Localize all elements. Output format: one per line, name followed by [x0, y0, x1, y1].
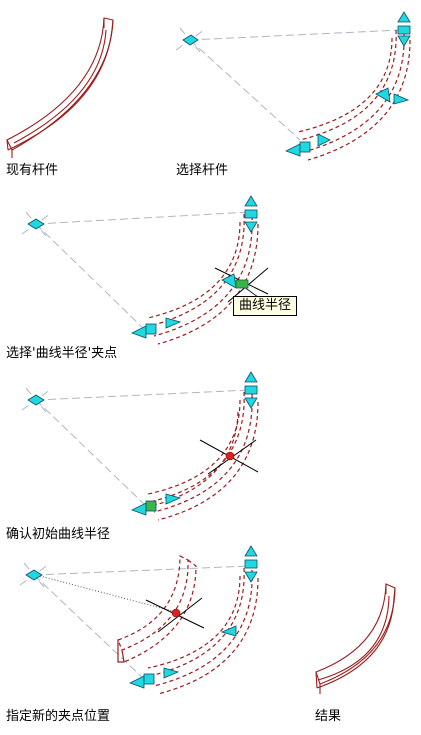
hot-grip	[225, 451, 235, 461]
panel-select-member	[175, 11, 411, 161]
grip-square-icon	[145, 500, 157, 512]
grip-arrow-icon	[165, 317, 182, 329]
curve-radius-tooltip: 曲线半径	[233, 296, 298, 316]
panel-existing-member	[6, 17, 114, 158]
grip-arrow-icon	[317, 133, 331, 147]
grip-arrow-icon	[244, 397, 258, 409]
caption-confirm-initial-radius: 确认初始曲线半径	[6, 527, 111, 542]
grip-arrow-icon	[244, 545, 258, 557]
grip-arrow-icon	[244, 371, 258, 383]
grip-arrow-icon	[393, 93, 410, 105]
caption-existing-member: 现有杆件	[6, 163, 59, 178]
grip-square-icon	[397, 25, 411, 35]
grip-arrow-icon	[397, 35, 411, 47]
grip-arrow-icon	[163, 667, 180, 679]
grip-arrow-icon	[375, 87, 391, 103]
grip-square-icon	[143, 673, 155, 685]
grip-square-icon	[244, 209, 258, 219]
grip-arrow-icon	[128, 675, 145, 689]
caption-result: 结果	[315, 709, 342, 724]
panel-result	[315, 583, 396, 694]
grip-diamond-icon	[27, 394, 45, 406]
grip-arrow-icon	[221, 273, 237, 289]
grip-arrow-icon	[220, 625, 237, 637]
grip-diamond-icon	[25, 569, 43, 581]
grip-square-icon	[244, 385, 258, 395]
grip-square-icon	[244, 559, 258, 569]
active-grip	[235, 279, 249, 289]
panel-select-radius-grip	[21, 195, 269, 345]
grip-arrow-icon	[165, 493, 182, 505]
caption-specify-new-grip: 指定新的夹点位置	[6, 709, 111, 724]
grip-diamond-icon	[27, 218, 45, 230]
grip-arrow-icon	[130, 325, 147, 339]
panel-specify-new-grip	[19, 545, 259, 695]
grip-square-icon	[145, 323, 157, 335]
grip-arrow-icon	[284, 143, 301, 157]
panel-confirm-radius	[21, 371, 259, 521]
grip-square-icon	[299, 141, 311, 153]
caption-select-radius-grip: 选择'曲线半径'夹点	[6, 346, 118, 361]
grip-arrow-icon	[397, 11, 411, 23]
grip-arrow-icon	[244, 221, 258, 233]
grip-arrow-icon	[130, 502, 147, 516]
hot-grip	[171, 608, 181, 618]
grip-arrow-icon	[244, 195, 258, 207]
caption-select-member: 选择杆件	[176, 163, 229, 178]
grip-diamond-icon	[182, 34, 199, 46]
grip-arrow-icon	[244, 571, 258, 583]
